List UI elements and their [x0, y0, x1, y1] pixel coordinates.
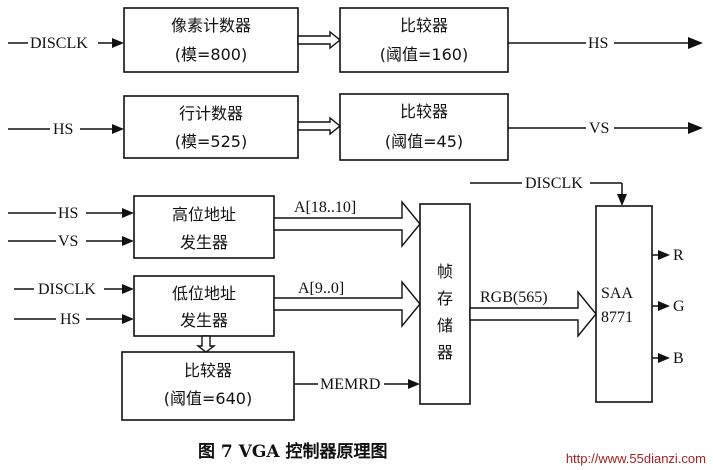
- h-comparator-threshold: (阈值=160): [380, 45, 468, 64]
- comparator-640-title: 比较器: [184, 361, 232, 380]
- hs-line-label: HS: [53, 121, 73, 138]
- disclk-pixel-label: DISCLK: [30, 35, 88, 52]
- rgb-bus: [469, 290, 597, 338]
- hs-low-signal: [14, 314, 134, 324]
- low-address-bus-label: A[9..0]: [298, 280, 344, 297]
- high-address-bus: [273, 200, 421, 248]
- frame-memory-char-4: 器: [437, 343, 453, 362]
- rgb-bus-label: RGB(565): [480, 289, 548, 306]
- memrd-label: MEMRD: [320, 376, 380, 393]
- disclk-saa-signal: [470, 182, 627, 206]
- pixel-counter-modulus: (模=800): [175, 45, 247, 64]
- v-comparator-title: 比较器: [400, 102, 448, 121]
- high-address-title: 高位地址: [172, 205, 236, 224]
- saa8771-label-line1: SAA: [601, 285, 633, 302]
- h-comparator-title: 比较器: [400, 16, 448, 35]
- frame-memory-char-3: 储: [437, 316, 453, 335]
- vs-high-signal: [8, 236, 134, 246]
- vs-output-signal: [508, 122, 703, 134]
- pixel-to-hcomp-bus: [297, 30, 342, 50]
- high-address-bus-label: A[18..10]: [294, 199, 356, 216]
- hs-output-label: HS: [588, 35, 608, 52]
- high-address-generator-block: [133, 195, 275, 259]
- frame-memory-char-1: 帧: [437, 262, 453, 281]
- saa8771-label-line2: 8771: [601, 309, 633, 326]
- hs-high-label: HS: [58, 205, 78, 222]
- frame-memory-char-2: 存: [437, 289, 453, 308]
- line-counter-title: 行计数器: [179, 104, 243, 123]
- v-comparator-threshold: (阈值=45): [385, 132, 463, 151]
- hs-output-signal: [508, 37, 703, 49]
- low-address-to-comparator-bus: [195, 335, 217, 353]
- figure-caption: 图 7 VGA 控制器原理图: [198, 441, 387, 462]
- pixel-counter-block: [123, 7, 299, 73]
- hs-line-signal: [8, 124, 124, 134]
- line-counter-modulus: (模=525): [175, 132, 247, 151]
- g-output-signal: [652, 301, 670, 311]
- memrd-signal: [294, 379, 420, 389]
- watermark: http://www.55dianzi.com: [566, 451, 706, 466]
- r-output-signal: [652, 250, 670, 260]
- disclk-pixel-signal: [8, 38, 124, 48]
- disclk-saa-label: DISCLK: [525, 175, 583, 192]
- vs-output-label: VS: [589, 120, 609, 137]
- g-output-label: G: [673, 298, 685, 315]
- low-address-bus: [273, 280, 421, 328]
- b-output-signal: [652, 353, 670, 363]
- hs-low-label: HS: [60, 311, 80, 328]
- low-address-generator-block: [133, 275, 275, 337]
- frame-memory-block: [419, 203, 471, 405]
- comparator-640-threshold: (阈值=640): [164, 389, 252, 408]
- low-address-subtitle: 发生器: [180, 311, 228, 330]
- h-comparator-block: [339, 7, 509, 73]
- disclk-low-label: DISCLK: [38, 281, 96, 298]
- hs-high-signal: [8, 208, 134, 218]
- pixel-counter-title: 像素计数器: [171, 16, 251, 35]
- low-address-title: 低位地址: [172, 284, 236, 303]
- saa8771-block: [595, 205, 653, 403]
- v-comparator-block: [339, 93, 509, 161]
- b-output-label: B: [673, 350, 684, 367]
- line-to-vcomp-bus: [297, 116, 342, 136]
- high-address-subtitle: 发生器: [180, 233, 228, 252]
- vs-high-label: VS: [58, 233, 78, 250]
- r-output-label: R: [673, 247, 684, 264]
- comparator-640-block: [121, 351, 295, 421]
- disclk-low-signal: [14, 284, 134, 294]
